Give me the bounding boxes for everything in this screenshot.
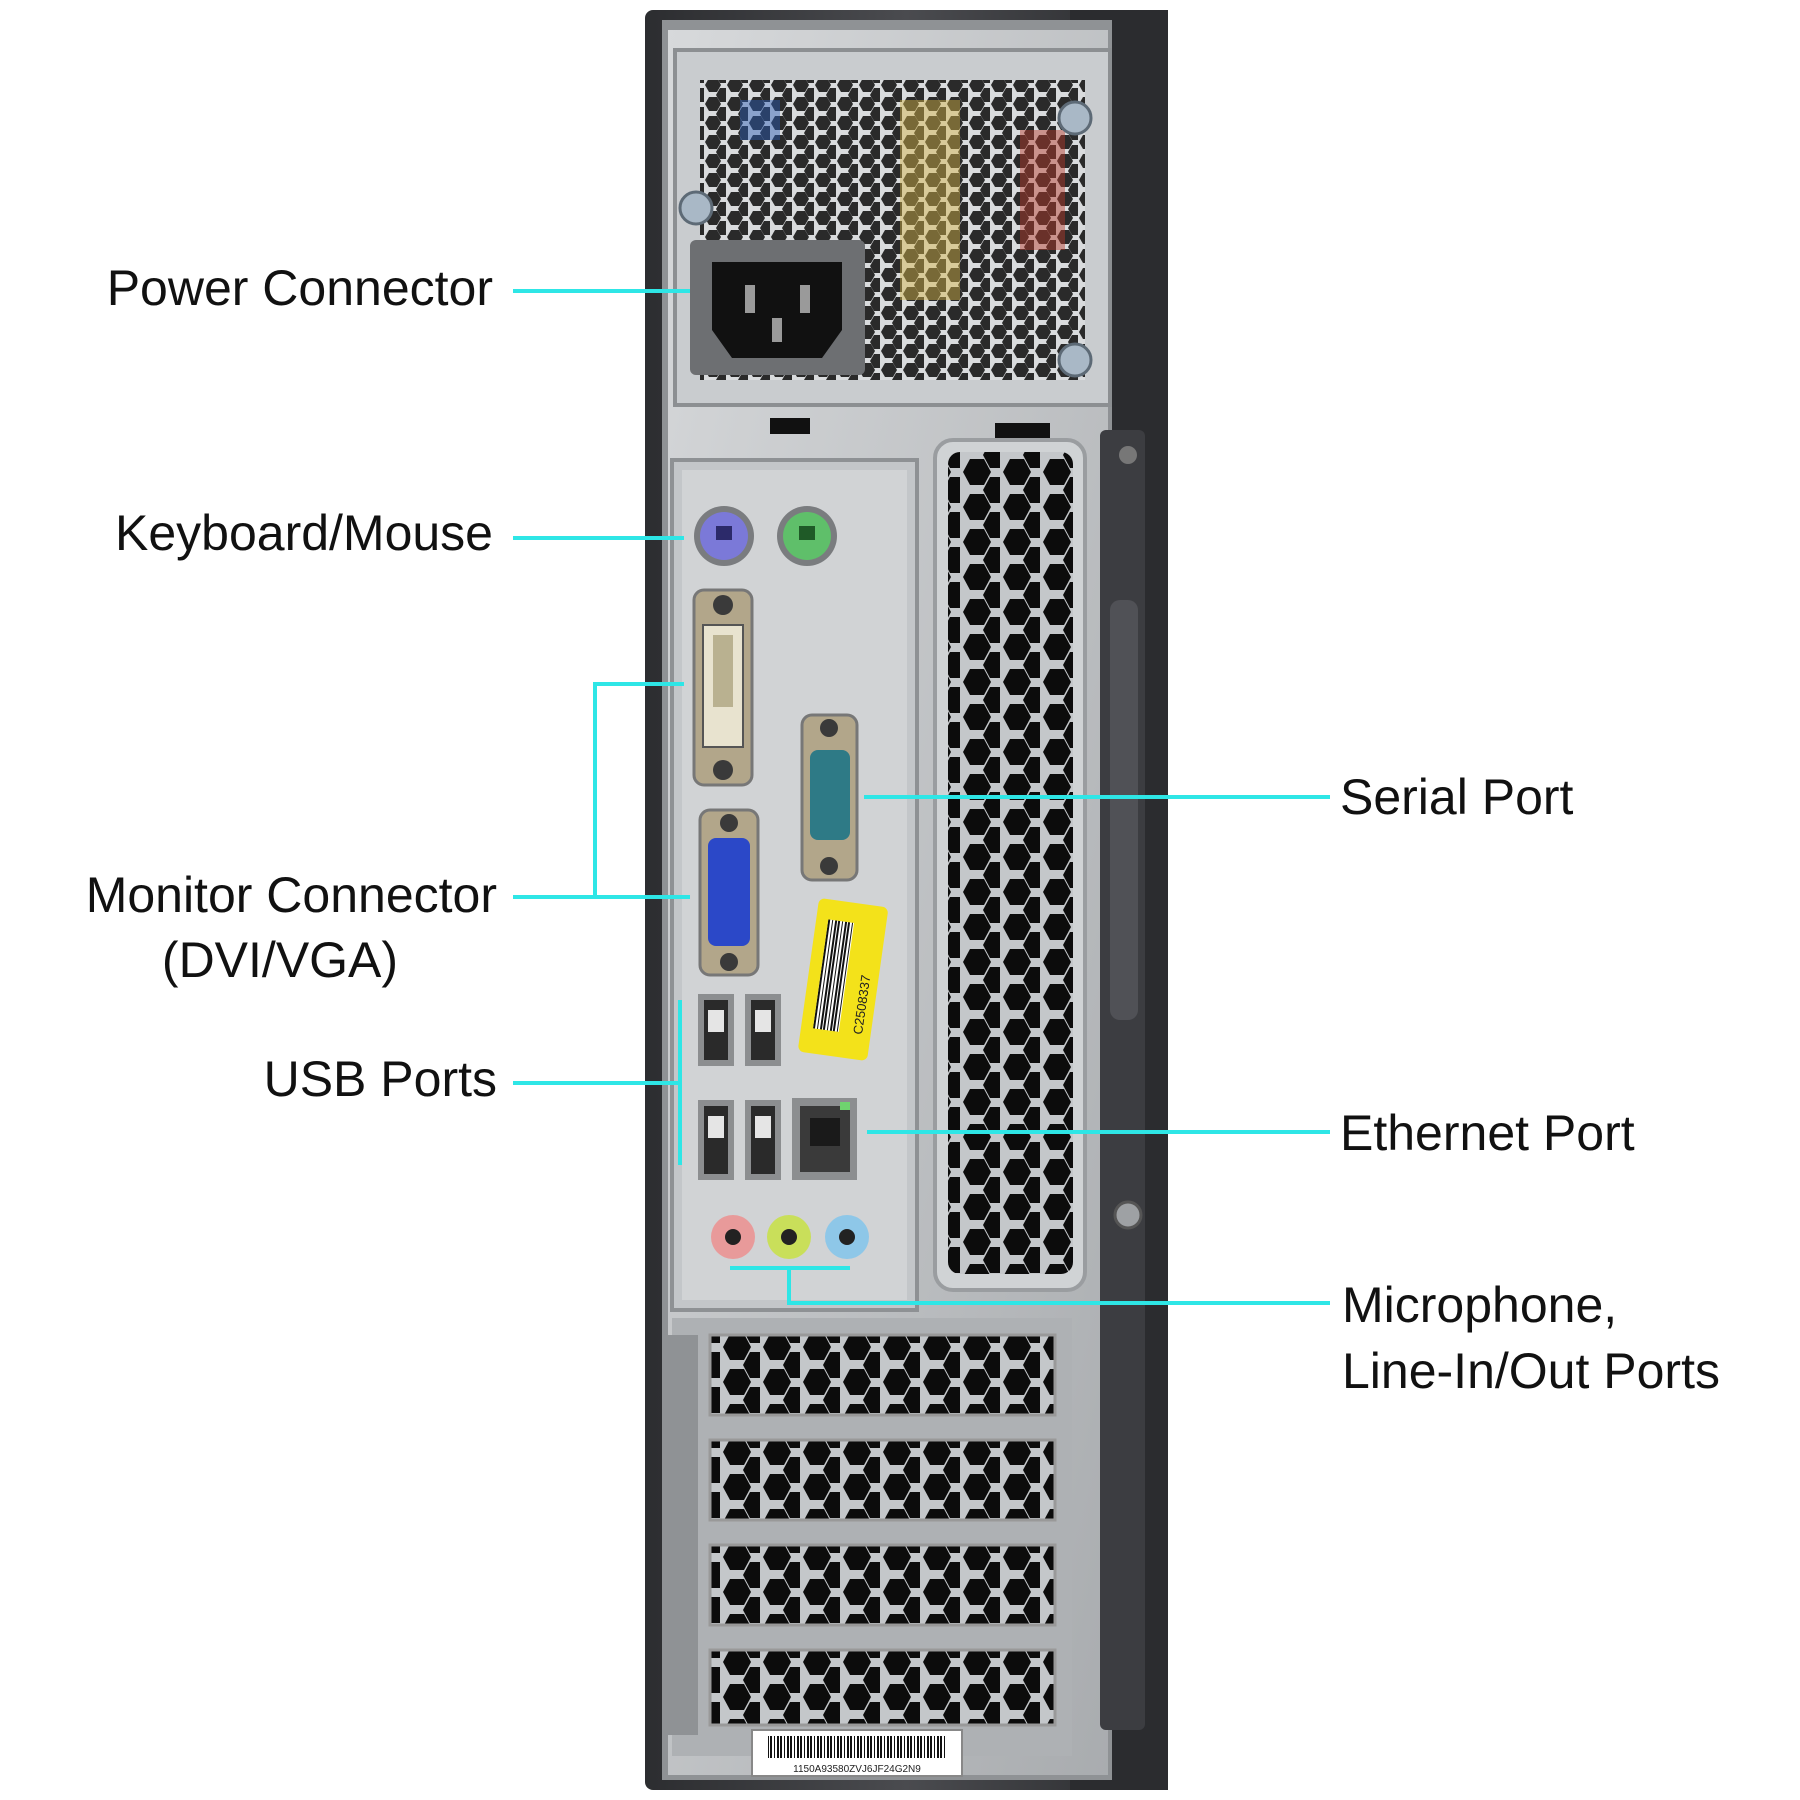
serial-port[interactable] (800, 713, 859, 882)
psu-screw-icon (678, 190, 714, 226)
label-power-connector: Power Connector (107, 260, 493, 316)
power-connector-port[interactable] (690, 240, 865, 375)
barcode-sticker: C2508337 (798, 898, 888, 1061)
expansion-slots (668, 1318, 1072, 1756)
line-in-jack[interactable] (825, 1215, 869, 1259)
usb-port[interactable] (745, 994, 781, 1066)
usb-port[interactable] (745, 1100, 781, 1180)
serial-number-text: 1150A93580ZVJ6JF24G2N9 (793, 1764, 921, 1775)
usb-ports (698, 994, 781, 1180)
chassis-screw-icon (1113, 1200, 1143, 1230)
callout-lines (513, 289, 1330, 1305)
label-usb-ports: USB Ports (264, 1051, 497, 1107)
usb-port[interactable] (698, 1100, 734, 1180)
chassis-screw-icon (1119, 446, 1137, 464)
psu-screw-icon (1057, 100, 1093, 136)
label-ethernet-port: Ethernet Port (1340, 1105, 1635, 1161)
serial-number-sticker: 1150A93580ZVJ6JF24G2N9 (751, 1729, 963, 1777)
ventilation-grille (933, 438, 1087, 1292)
callout-audio-stem (787, 1268, 1330, 1305)
label-monitor-connector-sub: (DVI/VGA) (162, 932, 398, 988)
psu-screw-icon (1057, 342, 1093, 378)
audio-ports (711, 1215, 869, 1259)
label-audio-line2: Line-In/Out Ports (1342, 1343, 1720, 1399)
label-keyboard-mouse: Keyboard/Mouse (115, 505, 493, 561)
callout-monitor (513, 682, 684, 899)
microphone-jack[interactable] (711, 1215, 755, 1259)
ethernet-port[interactable] (792, 1098, 857, 1180)
label-monitor-connector: Monitor Connector (86, 867, 497, 923)
dvi-port[interactable] (692, 588, 754, 787)
line-out-jack[interactable] (767, 1215, 811, 1259)
vga-port[interactable] (698, 808, 760, 977)
ps2-keyboard-port[interactable] (694, 506, 754, 566)
usb-port[interactable] (698, 994, 734, 1066)
power-supply-unit (673, 48, 1112, 407)
labels: Power Connector Keyboard/Mouse Monitor C… (86, 260, 1720, 1399)
label-serial-port: Serial Port (1340, 769, 1574, 825)
label-audio-line1: Microphone, (1342, 1277, 1617, 1333)
ps2-mouse-port[interactable] (777, 506, 837, 566)
